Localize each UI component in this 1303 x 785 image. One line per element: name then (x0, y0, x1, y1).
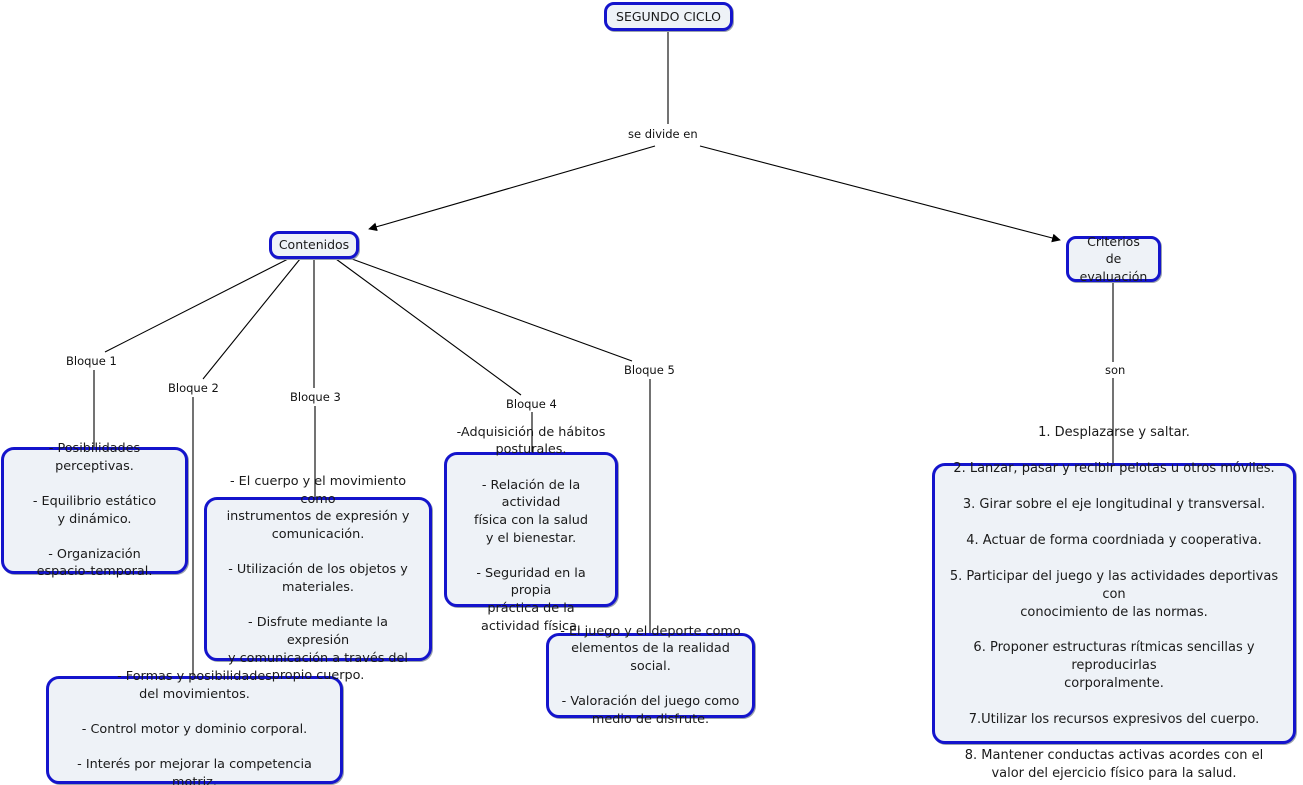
node-bloque-3-contents[interactable]: - El cuerpo y el movimiento como instrum… (204, 474, 432, 683)
edge-divide-to-contenidos (368, 145, 656, 232)
node-criterios-evaluacion[interactable]: Criterios de evaluación (1066, 234, 1161, 284)
node-bloque-5-contents[interactable]: - El juego y el deporte como elementos d… (546, 624, 755, 727)
node-contenidos-label: Contenidos (278, 237, 350, 253)
node-segundo-ciclo-label: SEGUNDO CICLO (616, 8, 721, 24)
edge-label-bloque-4: Bloque 4 (504, 397, 559, 411)
node-criterios-evaluacion-label: Criterios de evaluación (1079, 234, 1148, 284)
node-bloque-4-contents[interactable]: -Adquisición de hábitos posturales. - Re… (444, 425, 618, 634)
edge-label-se-divide-en: se divide en (626, 127, 700, 141)
node-criterios-evaluacion-list-label: 1. Desplazarse y saltar. 2. Lanzar, pasa… (949, 425, 1279, 781)
node-bloque-4-contents-label: -Adquisición de hábitos posturales. - Re… (456, 424, 606, 634)
node-bloque-1-contents[interactable]: - Posibilidades perceptivas. - Equilibri… (1, 441, 188, 579)
edge-label-bloque-1: Bloque 1 (64, 354, 119, 368)
edge-contenidos-to-bloque5 (351, 258, 633, 362)
node-bloque-3-contents-label: - El cuerpo y el movimiento como instrum… (226, 474, 410, 684)
edge-divide-to-criterios (699, 145, 1061, 243)
edge-label-bloque-2: Bloque 2 (166, 381, 221, 395)
node-bloque-2-contents[interactable]: - Formas y posibilidades del movimientos… (46, 669, 343, 785)
edge-contenidos-to-bloque1 (104, 258, 289, 353)
node-criterios-evaluacion-list[interactable]: 1. Desplazarse y saltar. 2. Lanzar, pasa… (932, 425, 1296, 781)
node-bloque-2-contents-label: - Formas y posibilidades del movimientos… (77, 669, 312, 785)
node-contenidos[interactable]: Contenidos (269, 231, 359, 259)
node-bloque-1-contents-label: - Posibilidades perceptivas. - Equilibri… (32, 440, 157, 580)
edge-contenidos-to-bloque2 (202, 258, 301, 380)
edge-contenidos-to-bloque4 (335, 258, 522, 396)
edge-label-son: son (1103, 363, 1128, 377)
edge-label-bloque-5: Bloque 5 (622, 363, 677, 377)
node-bloque-5-contents-label: - El juego y el deporte como elementos d… (560, 623, 741, 727)
edge-label-bloque-3: Bloque 3 (288, 390, 343, 404)
node-segundo-ciclo[interactable]: SEGUNDO CICLO (604, 2, 733, 31)
